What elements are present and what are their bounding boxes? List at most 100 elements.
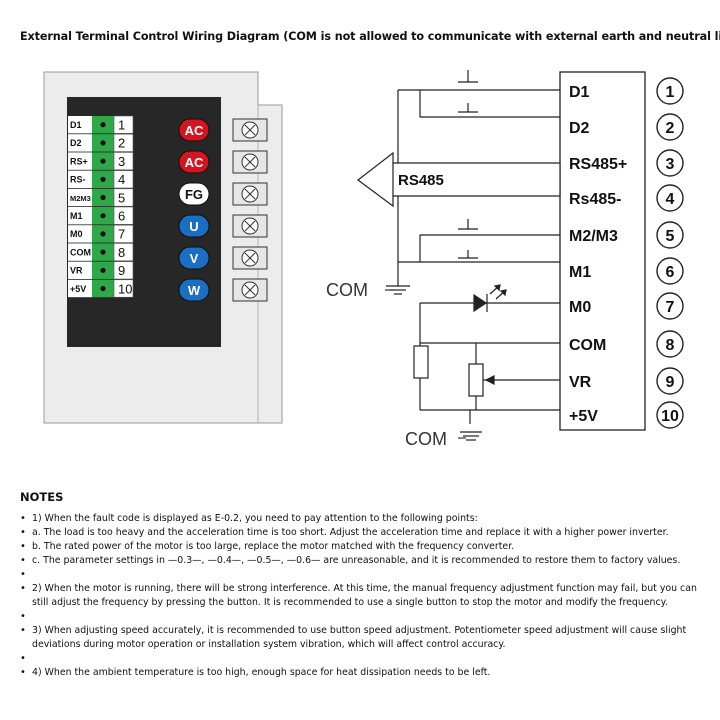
pin-label: COM: [569, 337, 606, 354]
terminal-dot: [100, 213, 106, 219]
power-terminal-badge: [178, 246, 210, 270]
note-item: 1) When the fault code is displayed as E…: [20, 512, 710, 526]
terminal-number-cell: [113, 206, 134, 225]
pin-label: M1: [569, 264, 591, 281]
note-item: b. The rated power of the motor is too l…: [20, 540, 710, 554]
terminal-label-cell: [68, 225, 92, 243]
pin-label: M0: [569, 299, 591, 316]
pin-number-circle: [656, 221, 684, 249]
pin-label: D1: [569, 84, 590, 101]
terminal-number-cell: [113, 224, 134, 243]
pin-number: 4: [666, 191, 675, 208]
terminal-number: 2: [118, 136, 125, 151]
terminal-label: RS+: [70, 156, 88, 166]
terminal-label-cell: [68, 243, 92, 261]
pin-number: 1: [666, 84, 675, 101]
pin-number-circle: [656, 184, 684, 212]
terminal-label-cell: [68, 134, 92, 152]
terminal-dot: [100, 267, 106, 273]
resistor: [413, 345, 429, 379]
power-terminal-label: V: [190, 251, 199, 266]
terminal-number-cell: [113, 133, 134, 152]
terminal-number-cell: [113, 115, 134, 134]
note-item: 3) When adjusting speed accurately, it i…: [20, 624, 710, 652]
terminal-label: M0: [70, 229, 83, 239]
terminal-label: VR: [70, 266, 83, 276]
notes-section: NOTES 1) When the fault code is displaye…: [20, 490, 710, 680]
note-item: a. The load is too heavy and the acceler…: [20, 526, 710, 540]
led-symbol: [473, 293, 488, 313]
pin-label: M2/M3: [569, 228, 618, 245]
pin-number-circle: [656, 330, 684, 358]
terminal-number: 1: [118, 118, 125, 133]
power-badges: AC AC FG U V W: [178, 118, 210, 302]
pin-number: 10: [661, 408, 679, 425]
note-item: c. The parameter settings in —0.3—, —0.4…: [20, 554, 710, 568]
terminal-label: RS-: [70, 175, 86, 185]
terminal-number-cell: [113, 170, 134, 189]
power-terminal-label: W: [188, 283, 201, 298]
terminal-box: [559, 71, 646, 431]
power-terminal-badge: [178, 278, 210, 302]
pin-number: 5: [666, 228, 675, 245]
terminal-label-cell: [68, 261, 92, 279]
pin-number: 7: [666, 299, 675, 316]
terminal-label: +5V: [70, 284, 86, 294]
pin-number-circle: [656, 401, 684, 429]
terminal-number-cell: [113, 243, 134, 262]
power-terminal-label: FG: [185, 187, 203, 202]
note-empty-item: [20, 568, 710, 582]
terminal-label-cell: [68, 279, 92, 298]
note-empty-item: [20, 610, 710, 624]
pin-label: +5V: [569, 408, 598, 425]
pin-label: D2: [569, 120, 590, 137]
power-terminal-badge: [178, 118, 210, 142]
terminal-dot: [100, 285, 106, 292]
terminal-label: D2: [70, 138, 82, 148]
com-ground-label-upper: COM: [326, 280, 368, 300]
terminal-number: 4: [118, 172, 125, 187]
pin-number-circle: [656, 367, 684, 395]
pin-label: VR: [569, 374, 592, 391]
terminal-number-cell: [113, 152, 134, 171]
terminal-number-cell: [113, 261, 134, 280]
pin-number: 9: [666, 374, 675, 391]
terminal-dot: [100, 194, 106, 201]
pin-number-circle: [656, 149, 684, 177]
note-item: 2) When the motor is running, there will…: [20, 582, 710, 610]
terminal-number-cell: [113, 188, 134, 207]
power-terminal-label: AC: [185, 123, 204, 138]
terminal-label-cell: [68, 116, 92, 134]
terminal-number: 3: [118, 154, 125, 169]
power-terminal-badge: [178, 150, 210, 174]
pin-number-circle: [656, 292, 684, 320]
terminal-number: 5: [118, 190, 125, 205]
terminal-dot: [100, 176, 106, 182]
power-terminal-label: U: [189, 219, 198, 234]
terminal-number: 9: [118, 263, 125, 278]
note-empty-item: [20, 652, 710, 666]
terminal-label: M1: [70, 211, 83, 221]
rs485-bus-arrow: [357, 151, 561, 208]
diagram-title: External Terminal Control Wiring Diagram…: [20, 30, 720, 43]
pin-number-circle: [656, 77, 684, 105]
terminal-number: 7: [118, 227, 125, 242]
terminal-dot: [100, 158, 106, 164]
notes-list: 1) When the fault code is displayed as E…: [20, 512, 710, 680]
power-terminal-badge: [178, 214, 210, 238]
terminal-label: COM: [70, 247, 91, 257]
rs485-label: RS485: [398, 172, 444, 189]
pin-number: 3: [666, 156, 675, 173]
potentiometer: [468, 363, 484, 397]
power-terminal-badge: [178, 182, 210, 206]
terminal-label-cell: [68, 207, 92, 225]
pin-label: RS485+: [569, 156, 627, 173]
pin-number: 2: [666, 120, 675, 137]
power-terminal-label: AC: [185, 155, 204, 170]
terminal-number: 8: [118, 245, 125, 260]
